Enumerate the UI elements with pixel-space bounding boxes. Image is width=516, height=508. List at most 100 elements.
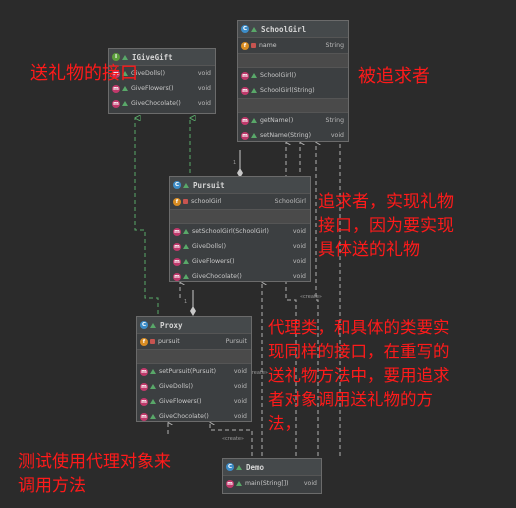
public-icon [122,54,128,60]
class-name: Proxy [160,320,183,330]
class-icon: C [241,25,249,33]
empty-section [170,210,310,224]
method-icon: m [112,99,120,108]
method-icon: m [140,382,148,391]
class-name: IGiveGift [132,52,173,62]
method-icon: m [140,412,148,421]
method-icon: m [173,272,181,281]
field-icon: f [140,337,148,346]
annotation-gift-interface: 送礼物的接口 [30,63,138,84]
empty-section [238,54,348,68]
public-icon [122,71,128,76]
public-icon [183,274,189,279]
public-icon [150,369,156,374]
annotation-line: 具体送的礼物 [318,240,420,260]
public-icon [150,399,156,404]
class-header: C Proxy [137,317,251,334]
class-header: C Demo [223,459,321,476]
private-icon [150,339,155,344]
public-icon [150,384,156,389]
public-icon [183,229,189,234]
method-icon: m [241,116,249,125]
annotation-line: 调用方法 [18,476,86,496]
public-icon [251,88,257,93]
class-name: Pursuit [193,180,225,190]
public-icon [183,182,189,188]
annotation-pursuit: 追求者，实现礼物 接口，因为要实现 具体送的礼物 [318,190,454,262]
annotation-line: 送礼物方法中，要用追求 [268,366,450,385]
create-label-pursuit: «create» [300,294,322,300]
public-icon [150,414,156,419]
create-label-demo: «create» [222,436,244,442]
annotation-line: 测试使用代理对象来 [18,452,171,472]
annotation-line: 接口，因为要实现 [318,216,454,236]
field-icon: f [173,197,181,206]
method-icon: m [112,84,120,93]
method-icon: m [173,257,181,266]
method-icon: m [140,397,148,406]
method-icon: m [173,227,181,236]
class-header: C SchoolGirl [238,21,348,38]
method-icon: m [140,367,148,376]
annotation-line: 现同样的接口，在重写的 [268,342,450,361]
public-icon [251,133,257,138]
class-icon: C [226,463,234,471]
public-icon [150,322,156,328]
method-icon: m [241,131,249,140]
annotation-proxy: 代理类，和具体的类要实 现同样的接口，在重写的 送礼物方法中，要用追求 者对象调… [268,316,450,436]
annotation-line: 者对象调用送礼物的方 [268,390,433,409]
public-icon [122,101,128,106]
create-label-proxy: «create» [246,370,268,376]
empty-section [137,350,251,364]
method-icon: m [241,86,249,95]
method-icon: m [173,242,181,251]
public-icon [251,26,257,32]
public-icon [251,118,257,123]
method-icon: m [112,69,120,78]
class-name: SchoolGirl [261,24,307,34]
public-icon [183,259,189,264]
annotation-demo: 测试使用代理对象来 调用方法 [18,450,171,498]
diamond-pursuit [190,306,196,316]
class-header: I IGiveGift [109,49,215,66]
annotation-line: 追求者，实现礼物 [318,192,454,212]
method-icon: m [241,71,249,80]
interface-icon: I [112,53,120,61]
public-icon [183,244,189,249]
public-icon [236,481,242,486]
class-icon: C [140,321,148,329]
class-header: C Pursuit [170,177,310,194]
class-name: Demo [246,462,265,472]
annotation-line: 代理类，和具体的类要实 [268,318,450,337]
